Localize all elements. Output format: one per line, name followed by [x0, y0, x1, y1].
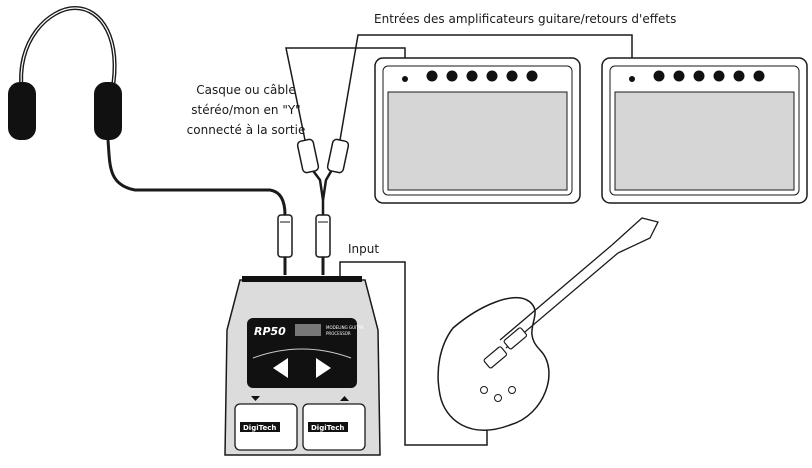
- headphones-caption-line2: stéréo/mon en "Y": [191, 103, 301, 117]
- brand-logo-left: DigiTech: [243, 424, 276, 432]
- multi-effects-pedal-icon: RP50 MODELING GUITAR PROCESSOR DigiTech …: [224, 276, 381, 456]
- brand-logo-right: DigiTech: [311, 424, 344, 432]
- jack-plug-icon: [277, 214, 331, 275]
- headphones-caption: Casque ou câble stéréo/mon en "Y" connec…: [176, 80, 316, 140]
- amp-inputs-label: Entrées des amplificateurs guitare/retou…: [374, 12, 677, 26]
- headphone-cable: [106, 139, 287, 216]
- pedal-subtitle-1: MODELING GUITAR: [326, 325, 364, 330]
- headphones-icon: [8, 5, 122, 140]
- pedal-model-text: RP50: [254, 325, 286, 338]
- input-label: Input: [348, 242, 380, 256]
- pedal-subtitle-2: PROCESSOR: [326, 331, 351, 336]
- electric-guitar-icon: [437, 217, 659, 431]
- amplifier-icon: [374, 57, 581, 204]
- guitar-cable: [339, 261, 488, 446]
- amplifier-icon: [601, 57, 808, 204]
- headphones-caption-line1: Casque ou câble: [196, 83, 296, 97]
- headphones-caption-line3: connecté à la sortie: [186, 123, 306, 137]
